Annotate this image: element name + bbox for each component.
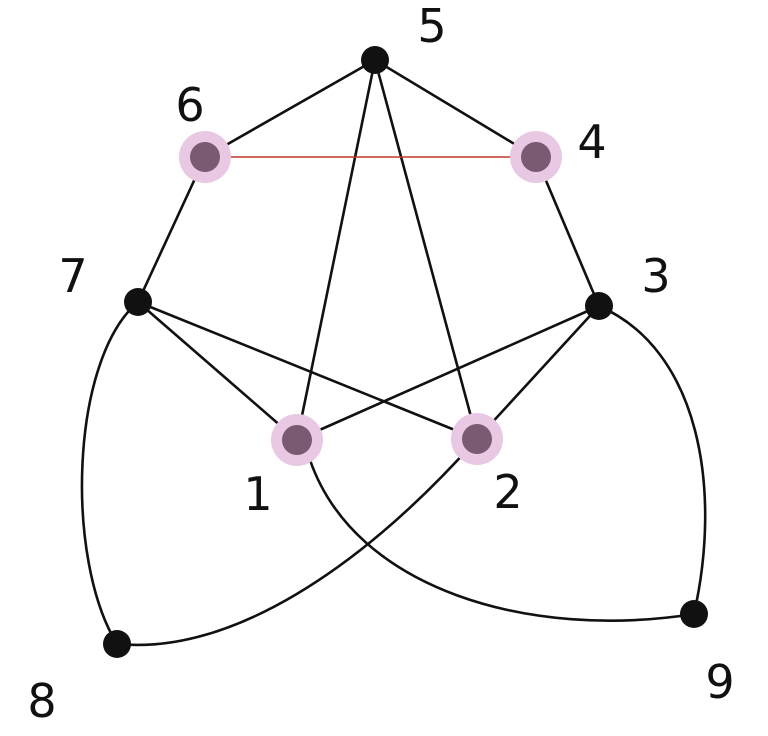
node-4 [521,142,551,172]
halos-layer [179,131,562,466]
nodes-layer [103,46,708,658]
edge-5-6 [203,58,377,159]
node-3-label: 3 [641,249,670,303]
edge-3-1 [295,304,601,442]
edge-7-8 [80,300,140,646]
edges-layer [80,58,707,647]
node-5 [361,46,389,74]
node-6 [190,142,220,172]
edge-7-2 [136,300,479,441]
edge-5-1 [295,58,377,442]
node-4-label: 4 [577,115,606,169]
node-2-label: 2 [493,465,522,519]
edge-7-1 [136,300,299,442]
edge-8-2 [115,437,479,647]
node-9-label: 9 [705,655,734,709]
node-2 [462,424,492,454]
edge-3-2 [475,304,601,441]
edge-6-7 [136,155,207,304]
node-9 [680,600,708,628]
edge-5-4 [373,58,538,159]
edge-3-9 [597,304,707,616]
node-8 [103,630,131,658]
node-1-label: 1 [243,467,272,521]
node-3 [585,292,613,320]
node-1 [282,425,312,455]
node-7-label: 7 [58,249,87,303]
node-5-label: 5 [417,0,446,53]
node-6-label: 6 [175,78,204,132]
labels-layer: 1 2 3 4 5 6 7 8 9 [27,0,734,728]
node-7 [124,288,152,316]
node-8-label: 8 [27,674,56,728]
edge-4-3 [534,155,601,308]
edge-5-2 [373,58,479,441]
edge-1-9 [308,458,696,622]
